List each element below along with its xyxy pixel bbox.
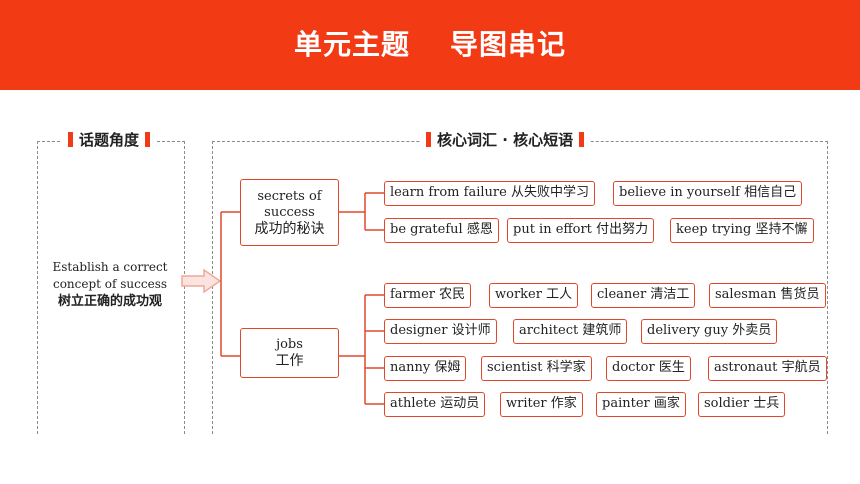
title-right: 导图串记: [450, 28, 567, 61]
job-chip: painter 画家: [596, 392, 686, 417]
branch-jobs-english: jobs: [276, 337, 303, 352]
branch-secrets-chinese: 成功的秘诀: [254, 220, 325, 237]
branch-jobs: jobs 工作: [240, 328, 339, 378]
tag-bar-icon: [579, 132, 585, 147]
tag-bar-icon: [68, 132, 73, 147]
branch-secrets-english: secrets of success: [257, 188, 322, 220]
job-chip: salesman 售货员: [709, 283, 826, 308]
job-chip: athlete 运动员: [384, 392, 486, 417]
phrase-chip: learn from failure 从失败中学习: [384, 181, 595, 206]
topic-text: Establish a correct concept of success 树…: [45, 259, 175, 310]
phrase-chip: put in effort 付出努力: [507, 218, 655, 243]
topic-english: Establish a correct concept of success: [52, 260, 168, 291]
topic-angle-tag: 话题角度: [62, 129, 157, 150]
job-chip: astronaut 宇航员: [708, 356, 827, 381]
tag-bar-icon: [145, 132, 151, 147]
job-chip: worker 工人: [489, 283, 579, 308]
job-chip: writer 作家: [500, 392, 583, 417]
phrase-chip: believe in yourself 相信自己: [613, 181, 803, 206]
branch-secrets-of-success: secrets of success 成功的秘诀: [240, 179, 339, 246]
vocabulary-label: 核心词汇 · 核心短语: [437, 131, 574, 149]
title-left: 单元主题: [293, 28, 410, 61]
job-chip: scientist 科学家: [481, 356, 592, 381]
topic-angle-label: 话题角度: [79, 131, 140, 149]
tag-bar-icon: [426, 132, 431, 147]
page-title: 单元主题 导图串记: [0, 0, 860, 90]
topic-chinese: 树立正确的成功观: [57, 294, 162, 309]
job-chip: architect 建筑师: [513, 319, 628, 344]
job-chip: farmer 农民: [384, 283, 472, 308]
job-chip: delivery guy 外卖员: [641, 319, 778, 344]
branch-jobs-chinese: 工作: [275, 353, 304, 369]
phrase-chip: be grateful 感恩: [384, 218, 499, 243]
job-chip: nanny 保姆: [384, 356, 467, 381]
job-chip: cleaner 清洁工: [591, 283, 696, 308]
arrow-right-icon: [181, 268, 222, 294]
job-chip: designer 设计师: [384, 319, 497, 344]
vocabulary-tag: 核心词汇 · 核心短语: [420, 129, 591, 150]
job-chip: doctor 医生: [606, 356, 691, 381]
title-banner: [0, 0, 860, 90]
job-chip: soldier 士兵: [698, 392, 786, 417]
phrase-chip: keep trying 坚持不懈: [670, 218, 814, 243]
